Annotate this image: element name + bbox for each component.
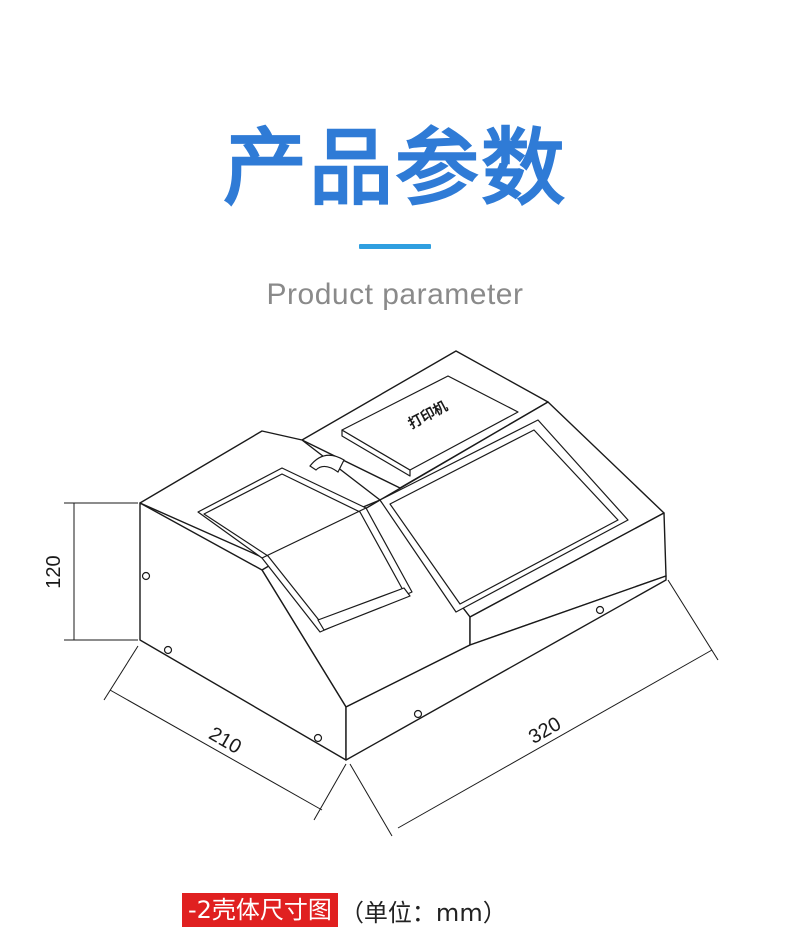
caption-unit: （单位：mm） <box>339 898 507 927</box>
screw-icon <box>141 571 151 581</box>
printer-paper-slot <box>317 587 411 631</box>
dim-height-label: 120 <box>43 555 65 588</box>
printer-lid-fold <box>261 507 367 559</box>
screw-icon <box>313 733 323 743</box>
screen-display <box>389 429 619 605</box>
dim-depth-line <box>109 689 323 811</box>
screw-icon <box>163 645 173 655</box>
device-bottom-front <box>345 575 667 761</box>
dim-width-ext-a <box>349 763 393 837</box>
screw-icon <box>413 709 423 719</box>
page-title: 产品参数 <box>222 119 567 217</box>
screw-icon <box>595 605 605 615</box>
drawing-caption: -2壳体尺寸图 （单位：mm） <box>182 892 507 928</box>
page-subtitle: Product parameter <box>266 278 524 311</box>
dim-width-label: 320 <box>525 713 565 749</box>
caption-tag: -2壳体尺寸图 <box>182 893 338 927</box>
dim-depth-label: 210 <box>205 723 245 759</box>
dim-width-ext-b <box>667 579 719 661</box>
title-accent-bar <box>359 244 431 249</box>
dim-depth-ext-a <box>103 645 139 701</box>
dim-width-line <box>397 649 713 829</box>
device-port-bump <box>309 454 345 473</box>
dim-depth-ext-b <box>313 763 347 821</box>
label-plate-top <box>341 375 519 471</box>
